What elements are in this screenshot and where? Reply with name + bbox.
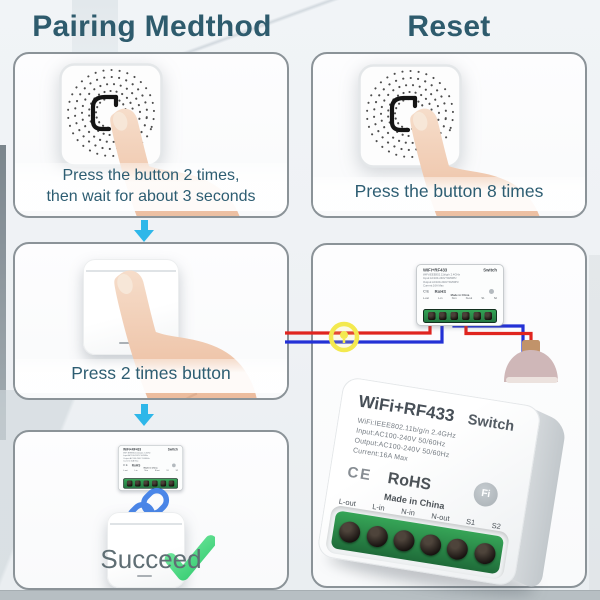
terminal-labels: L-out L-in N-in N-out S1 S2 bbox=[423, 296, 497, 300]
bulb-icon bbox=[328, 321, 360, 353]
down-arrow-icon bbox=[134, 220, 154, 242]
pairing-step3-panel: WiFi+RF433 Switch WiFi:IEEE802.11b/g/n 2… bbox=[13, 430, 289, 590]
step-caption: Press the button 8 times bbox=[313, 176, 585, 211]
page-title-pairing: Pairing Medthod bbox=[32, 10, 272, 43]
wall-switch bbox=[83, 259, 179, 355]
reset-step-panel: Press the button 8 times bbox=[311, 52, 587, 218]
device-model: Switch bbox=[483, 267, 497, 273]
background-floor bbox=[0, 590, 600, 600]
wifi-logo-icon bbox=[489, 288, 494, 294]
terminal-screw bbox=[337, 519, 363, 544]
down-arrow-icon bbox=[134, 404, 154, 426]
background-right-edge bbox=[589, 255, 600, 590]
caption-line1: Press the button 2 times, bbox=[62, 167, 240, 185]
terminal-screw bbox=[391, 528, 416, 553]
ce-mark: CE bbox=[346, 463, 374, 485]
terminal-screw bbox=[418, 532, 443, 557]
made-in-label: Made in China bbox=[450, 293, 470, 297]
page-title-reset: Reset bbox=[407, 10, 491, 43]
wifi-logo-icon: Fi bbox=[472, 480, 500, 508]
wifi-logo-icon bbox=[172, 463, 176, 468]
wall-switch bbox=[107, 512, 185, 588]
device-model: Switch bbox=[167, 447, 178, 452]
terminal-screw bbox=[364, 523, 389, 548]
smart-switch-top-view: WiFi+RF433 Switch WiFi:IEEE802.11b/g/n 2… bbox=[118, 445, 184, 491]
terminal-labels: L-out L-in N-in N-out S1 S2 bbox=[123, 469, 178, 472]
device-specs: WiFi:IEEE802.11b/g/n 2.4GHz Input:AC100-… bbox=[423, 273, 460, 288]
product-render: WiFi+RF433 Switch WiFi:IEEE802.11b/g/n 2… bbox=[307, 367, 594, 600]
background-left-wall bbox=[0, 145, 6, 440]
caption-line2: then wait for about 3 seconds bbox=[46, 187, 256, 205]
step-caption: Press 2 times button bbox=[15, 358, 287, 393]
product-front-face: WiFi+RF433 Switch WiFi:IEEE802.11b/g/n 2… bbox=[316, 375, 543, 587]
ce-mark: CE bbox=[423, 289, 430, 294]
step-caption: Succeed bbox=[100, 543, 202, 574]
pendant-lamp bbox=[504, 340, 558, 383]
device-brand: WiFi+RF433 bbox=[423, 267, 448, 273]
smart-switch-device bbox=[358, 64, 462, 168]
terminal-block bbox=[123, 478, 178, 489]
rohs-mark: RoHS bbox=[131, 463, 141, 468]
rohs-mark: RoHS bbox=[386, 469, 433, 494]
terminal-block bbox=[423, 309, 497, 323]
terminal-screw bbox=[445, 536, 470, 561]
step-caption: Press the button 2 times, then wait for … bbox=[15, 163, 287, 211]
check-icon bbox=[164, 535, 215, 581]
smart-switch-top-view: WiFi+RF433 Switch WiFi:IEEE802.11b/g/n 2… bbox=[416, 264, 504, 326]
device-specs: WiFi:IEEE802.11b/g/n 2.4GHz Input:AC100-… bbox=[123, 452, 151, 463]
made-in-label: Made in China bbox=[143, 467, 158, 470]
pairing-step2-panel: Press 2 times button bbox=[13, 242, 289, 400]
ce-mark: CE bbox=[123, 463, 129, 467]
pairing-step1-panel: Press the button 2 times, then wait for … bbox=[13, 52, 289, 218]
neutral-wire bbox=[285, 319, 444, 344]
device-brand: WiFi+RF433 bbox=[123, 447, 142, 452]
terminal-screw bbox=[472, 541, 497, 566]
smart-switch-device bbox=[59, 63, 163, 167]
rohs-mark: RoHS bbox=[434, 288, 447, 294]
